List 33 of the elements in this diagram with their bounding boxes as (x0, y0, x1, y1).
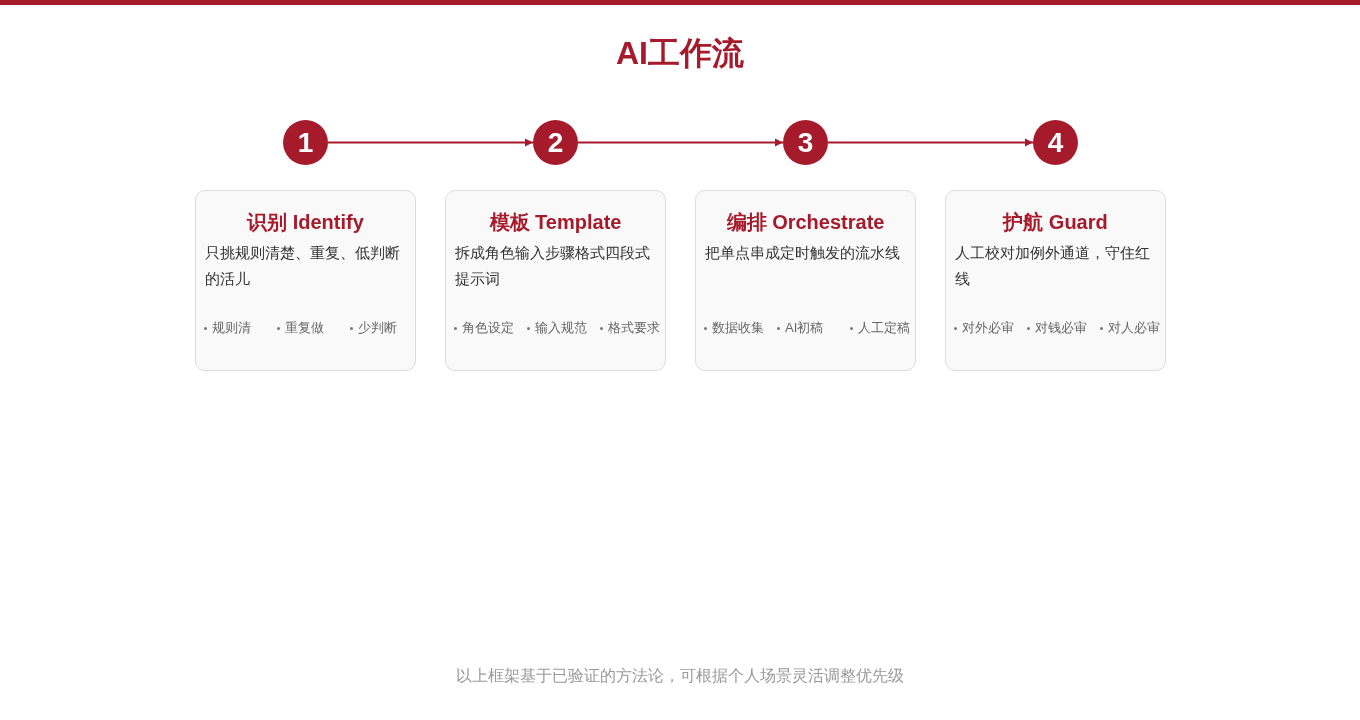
bullet-text: 重复做 (285, 319, 324, 337)
number-circle: 4 (1033, 120, 1078, 165)
bullet-text: AI初稿 (785, 319, 824, 337)
arrow (577, 138, 784, 147)
card-text: 只挑规则清楚、重复、低判断的活儿 (205, 243, 401, 289)
page-title: AI工作流 (616, 34, 744, 73)
number-circle: 2 (533, 120, 578, 165)
card-text: 拆成角色输入步骤格式四段式提示词 (455, 243, 651, 289)
bullet-text: 规则清 (212, 319, 251, 337)
number-circle: 3 (783, 120, 828, 165)
bullet-text: 输入规范 (535, 319, 587, 337)
bullet-text: 对人必审 (1108, 319, 1160, 337)
step-card (945, 190, 1166, 371)
bullet-text: 少判断 (358, 319, 397, 337)
bullet-text: 数据收集 (712, 319, 764, 337)
arrow (327, 138, 534, 147)
card-heading: 模板 Template (489, 210, 622, 235)
card-heading: 护航 Guard (1003, 210, 1108, 235)
bullet-text: 格式要求 (608, 319, 660, 337)
step-card (195, 190, 416, 371)
footnote-text: 以上框架基于已验证的方法论，可根据个人场景灵活调整优先级 (456, 666, 904, 686)
number-circle: 1 (283, 120, 328, 165)
card-text: 把单点串成定时触发的流水线 (705, 243, 901, 263)
card-text: 人工校对加例外通道，守住红线 (955, 243, 1151, 289)
step-card (445, 190, 666, 371)
card-heading: 识别 Identify (247, 210, 364, 235)
bullet-text: 人工定稿 (858, 319, 910, 337)
bullet-text: 角色设定 (462, 319, 514, 337)
bullet-text: 对外必审 (962, 319, 1014, 337)
card-heading: 编排 Orchestrate (726, 210, 885, 235)
step-card (695, 190, 916, 371)
arrow (827, 138, 1034, 147)
bullet-text: 对钱必审 (1035, 319, 1087, 337)
